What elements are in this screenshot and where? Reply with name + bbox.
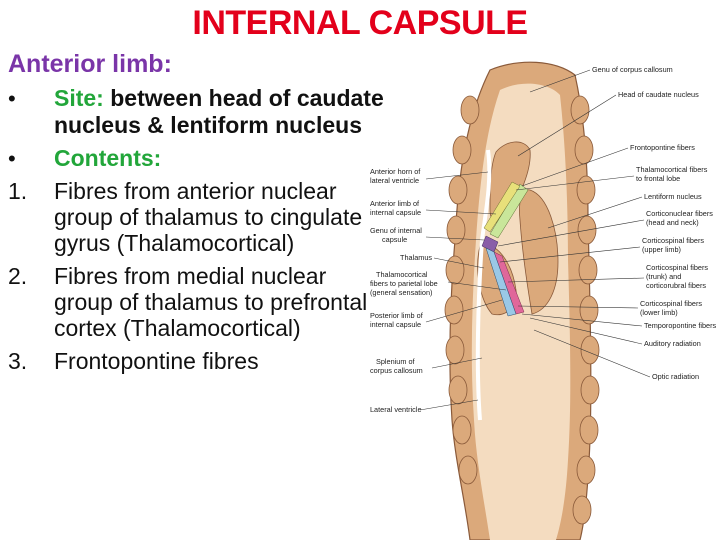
svg-text:Thalamocortical fibers: Thalamocortical fibers [636,165,708,174]
svg-text:(upper limb): (upper limb) [642,245,681,254]
svg-text:Lateral ventricle: Lateral ventricle [370,405,422,414]
svg-text:Frontopontine fibers: Frontopontine fibers [630,143,695,152]
svg-text:internal capsule: internal capsule [370,320,421,329]
gyrus-fold [445,255,465,285]
svg-text:fibers to parietal lobe: fibers to parietal lobe [370,279,438,288]
gyrus-fold [574,135,594,165]
gyrus-fold [579,415,599,445]
label-auditory: Auditory radiation [529,317,701,348]
contents-label: Contents: [54,145,162,171]
label-thalamocortical-frontal: Thalamocortical fibers to frontal lobe [515,165,708,191]
item-text: Fibres from anterior nuclear group of th… [54,178,363,256]
frontopontine-fibers [489,183,529,239]
gyrus-fold [572,495,592,525]
svg-text:Anterior horn of: Anterior horn of [370,167,421,176]
site-label: Site: [54,85,104,111]
gyrus-fold [458,455,478,485]
bullet-dot: • [8,86,16,111]
gyrus-fold [448,375,468,405]
svg-text:lateral ventricle: lateral ventricle [370,176,419,185]
label-lateral-ventricle: Lateral ventricle [370,399,479,414]
label-frontopontine: Frontopontine fibers [521,143,695,187]
label-splenium: Splenium of corpus callosum [370,357,483,375]
gyrus-fold [452,415,472,445]
item-text: Fibres from medial nuclear group of thal… [54,263,368,341]
gyrus-fold [446,215,466,245]
svg-text:Posterior limb of: Posterior limb of [370,311,424,320]
label-corticospinal-trunk: Corticospinal fibers (trunk) and cortico… [507,263,708,290]
label-genu-corpus-callosum: Genu of corpus callosum [529,65,673,93]
gyrus-fold [445,335,465,365]
gyrus-fold [576,455,596,485]
gyrus-fold [570,95,590,125]
gyri [444,95,600,525]
svg-text:internal capsule: internal capsule [370,208,421,217]
lateral-ventricle [475,149,492,421]
label-anterior-limb: Anterior limb of internal capsule [370,199,497,217]
label-head-caudate: Head of caudate nucleus [517,90,699,157]
gyrus-fold [580,375,600,405]
contents-item: 3. Frontopontine fibres [8,348,388,374]
svg-text:corpus callosum: corpus callosum [370,366,423,375]
svg-text:(head and neck): (head and neck) [646,218,699,227]
label-thalamus: Thalamus [400,253,485,269]
site-text: between head of caudate nucleus & lentif… [54,85,384,138]
text-column: Anterior limb: • Site: between head of c… [8,50,388,381]
thalamocortical-frontal-fibers [483,181,521,233]
svg-text:Head of caudate nucleus: Head of caudate nucleus [618,90,699,99]
gyrus-fold [460,95,480,125]
svg-text:Thalamus: Thalamus [400,253,432,262]
internal-capsule-diagram: Anterior horn of lateral ventricle Anter… [370,61,717,540]
gyrus-fold [578,255,598,285]
label-genu-internal-capsule: Genu of internal capsule [370,226,485,244]
label-lentiform: Lentiform nucleus [547,192,702,229]
gyrus-fold [579,295,599,325]
label-optic: Optic radiation [533,329,699,381]
gyrus-fold [576,175,596,205]
svg-text:Auditory radiation: Auditory radiation [644,339,701,348]
label-anterior-horn: Anterior horn of lateral ventricle [370,167,489,185]
item-number: 2. [8,263,28,289]
svg-text:Corticonuclear fibers: Corticonuclear fibers [646,209,713,218]
svg-text:Anterior limb of: Anterior limb of [370,199,420,208]
label-corticonuclear: Corticonuclear fibers (head and neck) [497,209,713,247]
svg-text:(trunk) and: (trunk) and [646,272,681,281]
svg-text:capsule: capsule [382,235,407,244]
item-number: 3. [8,348,28,374]
bullet-dot: • [8,146,16,171]
svg-text:(general sensation): (general sensation) [370,288,432,297]
svg-text:Genu of corpus callosum: Genu of corpus callosum [592,65,673,74]
svg-text:Corticospinal fibers: Corticospinal fibers [642,236,704,245]
svg-text:Temporopontine fibers: Temporopontine fibers [644,321,717,330]
label-posterior-limb: Posterior limb of internal capsule [370,299,503,329]
corticospinal-blue [485,247,517,317]
page-title: INTERNAL CAPSULE [192,4,528,42]
lentiform-nucleus [519,189,559,315]
item-text: Frontopontine fibres [54,348,259,374]
gyrus-fold [448,175,468,205]
label-temporopontine: Temporopontine fibers [521,313,717,330]
gyrus-fold [452,135,472,165]
contents-item: 2. Fibres from medial nuclear group of t… [8,263,388,341]
contents-bullet: • Contents: [8,145,388,172]
svg-text:Lentiform nucleus: Lentiform nucleus [644,192,702,201]
svg-text:Splenium of: Splenium of [376,357,416,366]
gyrus-fold [580,335,600,365]
svg-text:Genu of internal: Genu of internal [370,226,422,235]
svg-text:Corticospinal fibers: Corticospinal fibers [646,263,708,272]
anterior-limb-heading: Anterior limb: [8,50,172,78]
label-corticospinal-lower: Corticospinal fibers (lower limb) [517,299,702,317]
site-bullet: • Site: between head of caudate nucleus … [8,85,388,139]
svg-text:Corticospinal fibers: Corticospinal fibers [640,299,702,308]
svg-text:Thalamocortical: Thalamocortical [376,270,428,279]
item-number: 1. [8,178,28,204]
svg-text:(lower limb): (lower limb) [640,308,678,317]
svg-text:corticorubral fibers: corticorubral fibers [646,281,706,290]
svg-text:to frontal lobe: to frontal lobe [636,174,680,183]
label-corticospinal-upper: Corticospinal fibers (upper limb) [499,236,704,263]
label-thalamocortical-parietal: Thalamocortical fibers to parietal lobe … [370,270,507,297]
gyrus-fold [444,295,464,325]
svg-text:Optic radiation: Optic radiation [652,372,699,381]
contents-item: 1. Fibres from anterior nuclear group of… [8,178,388,256]
